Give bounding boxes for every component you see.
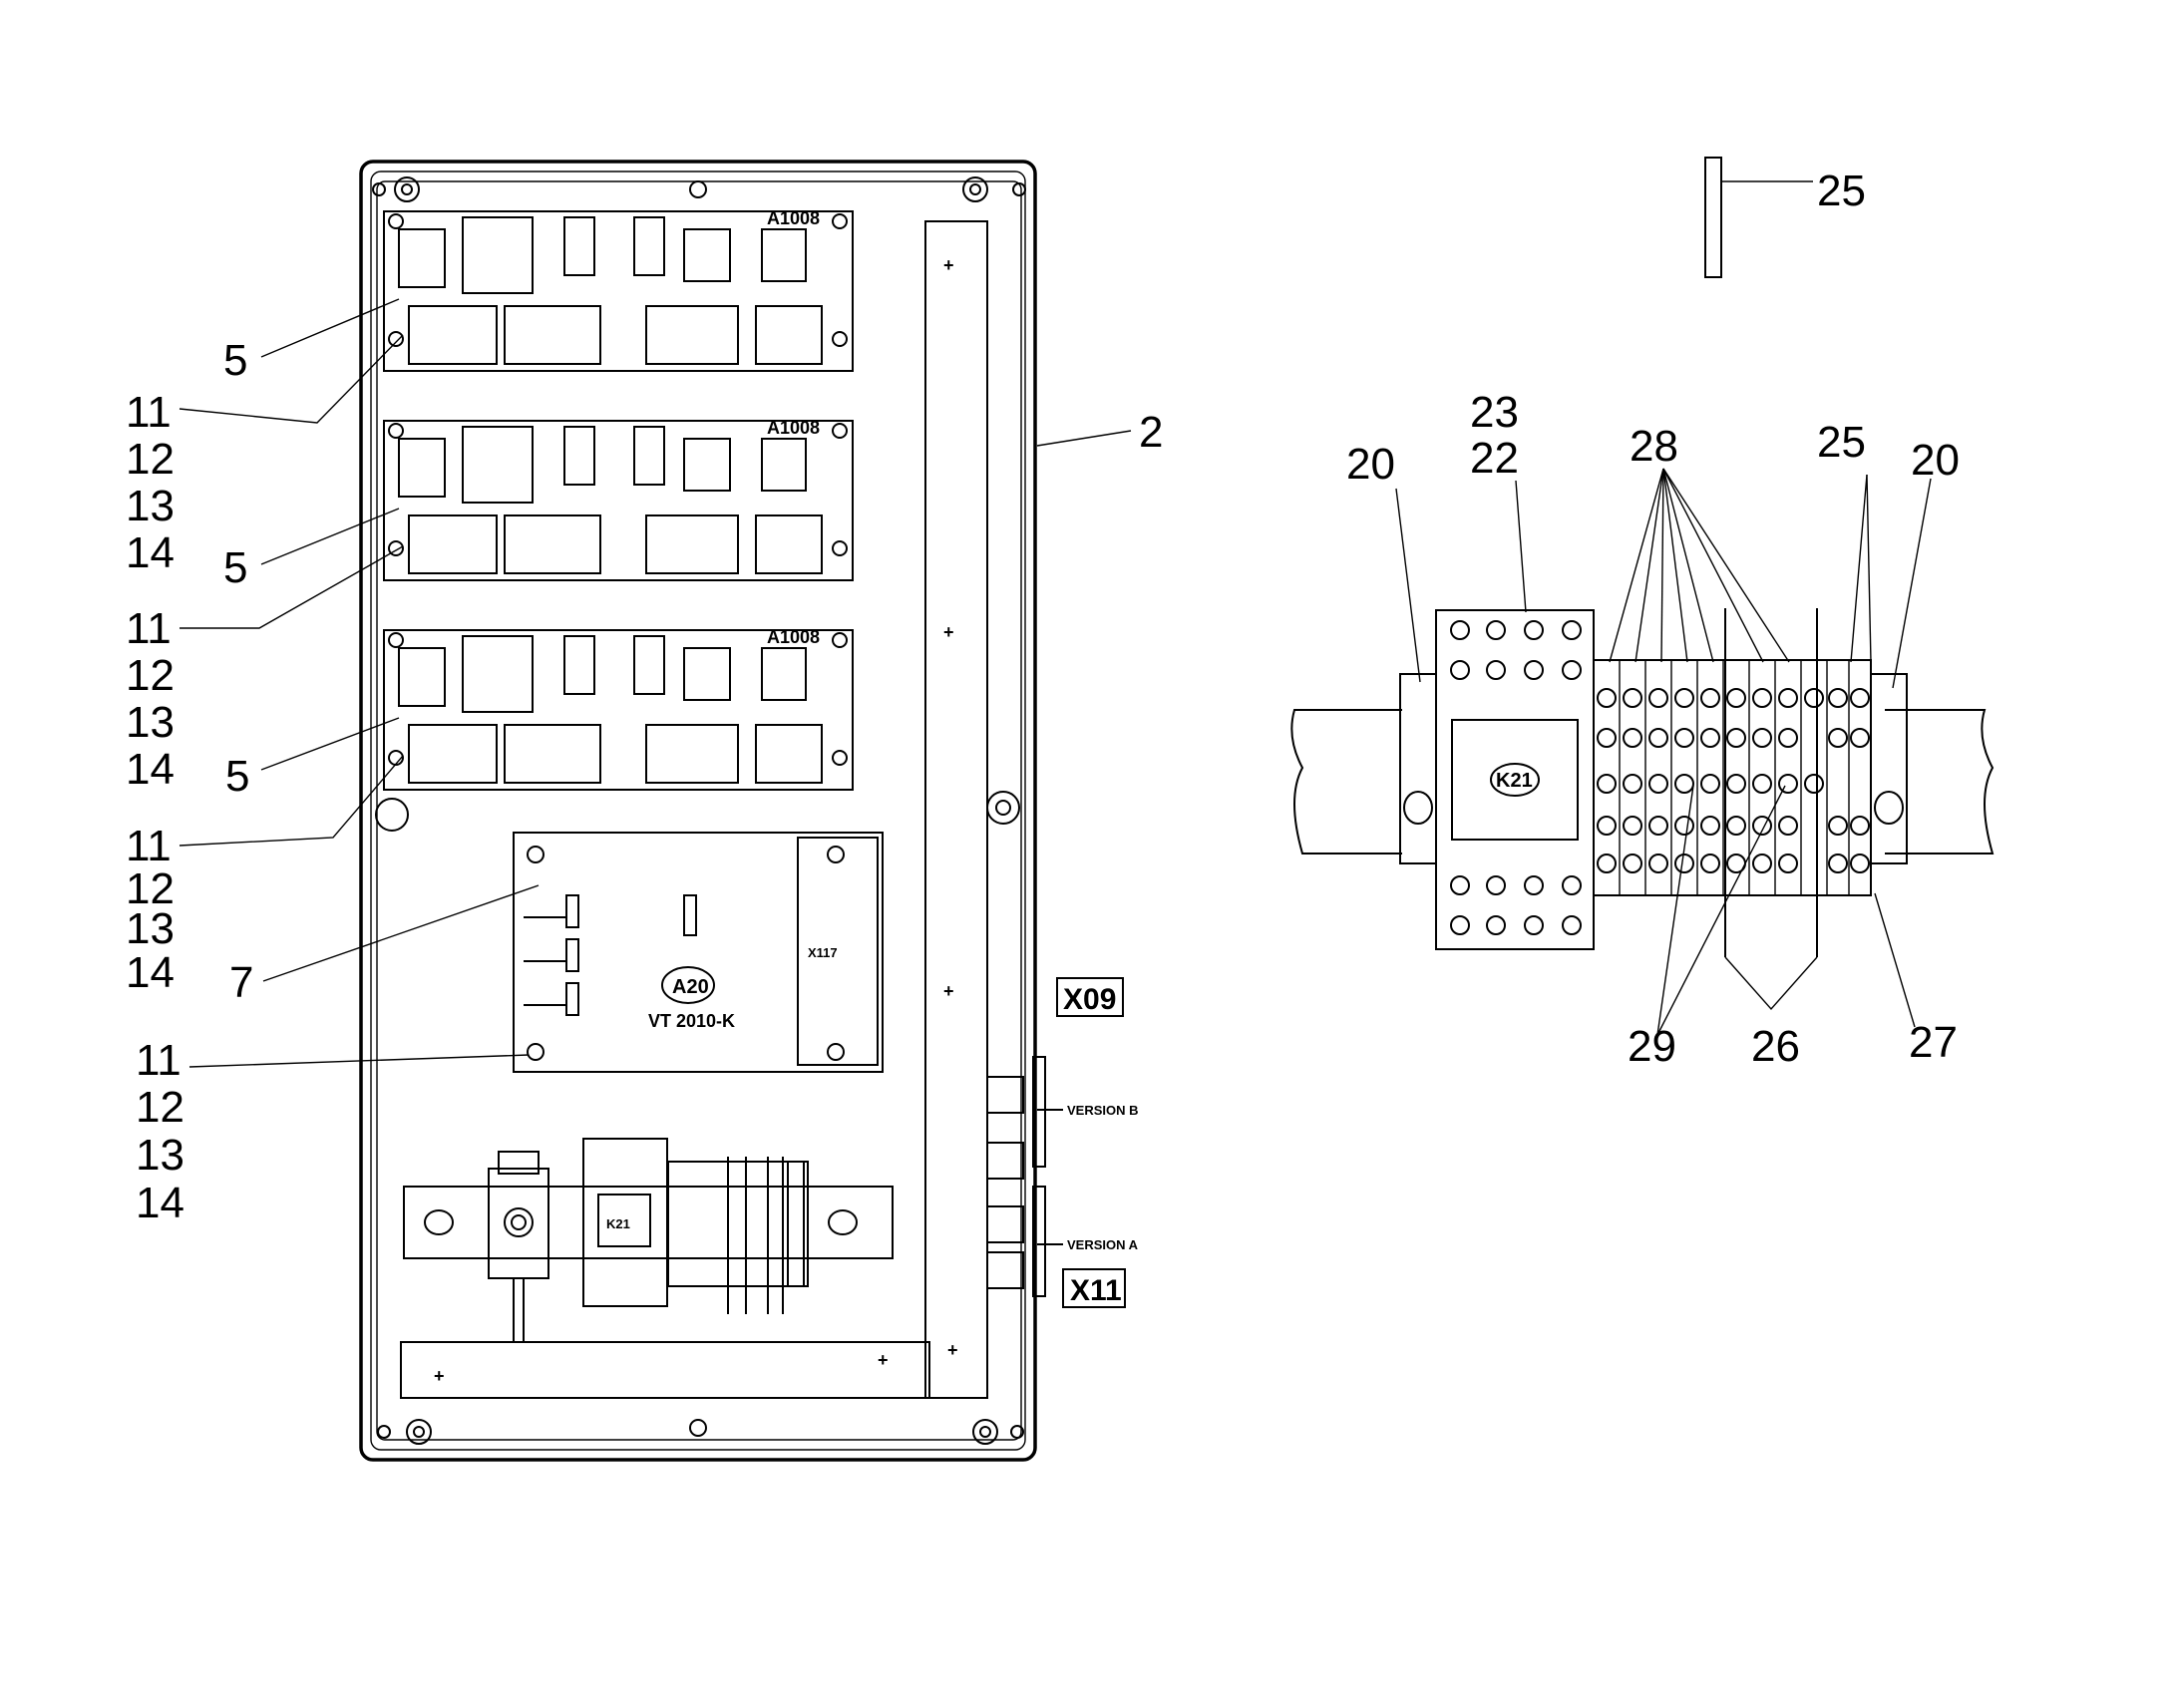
callout-23: 23	[1470, 388, 1519, 437]
callout-26: 26	[1751, 1022, 1800, 1071]
corner-screw-icon	[372, 176, 1026, 1445]
din-rail-assembly-left: K21	[403, 1138, 894, 1342]
callout-20: 20	[1346, 440, 1395, 489]
svg-text:+: +	[947, 1340, 958, 1360]
svg-text:+: +	[943, 255, 954, 275]
callout-13: 13	[126, 904, 175, 953]
callout-5: 5	[225, 752, 249, 801]
callout-12: 12	[136, 1083, 184, 1132]
callout-22: 22	[1470, 434, 1519, 483]
board-label: A1008	[767, 418, 820, 438]
tag-box	[1056, 977, 1124, 1017]
callout-5: 5	[223, 543, 247, 592]
relay-screw-icon	[1450, 620, 1582, 935]
callout-13: 13	[126, 482, 175, 530]
callout-28: 28	[1630, 422, 1678, 471]
module-terminal: X117	[808, 945, 838, 960]
tag-x09: X09	[1063, 983, 1116, 1016]
callout-25: 25	[1817, 418, 1866, 467]
callout-11: 11	[136, 1036, 182, 1085]
callout-12: 12	[126, 864, 175, 913]
pcb-board-3: A1008	[383, 627, 854, 791]
callout-13: 13	[126, 698, 175, 747]
callout-11: 11	[126, 604, 172, 653]
cable-duct-horizontal	[400, 1341, 930, 1399]
version-b-label: VERSION B	[1067, 1103, 1139, 1118]
callout-29: 29	[1628, 1022, 1676, 1071]
terminal-block-strip	[1597, 660, 1870, 895]
callout-2: 2	[1139, 408, 1163, 457]
tag-box	[1062, 1268, 1126, 1308]
leader-lines-right	[1395, 468, 1932, 1036]
callout-14: 14	[126, 745, 175, 794]
callout-12: 12	[126, 651, 175, 700]
callout-5: 5	[223, 336, 247, 385]
pcb-board-1: A1008	[383, 208, 854, 372]
svg-text:+: +	[943, 981, 954, 1001]
module-type: VT 2010-K	[648, 1011, 735, 1031]
relay-label-right: K21	[1496, 770, 1533, 792]
module-id: A20	[672, 976, 709, 998]
callout-13: 13	[136, 1131, 184, 1180]
din-rail-detail: K21	[1290, 608, 1995, 957]
svg-text:+: +	[434, 1366, 445, 1386]
callout-27: 27	[1909, 1018, 1958, 1067]
svg-text:+: +	[943, 622, 954, 642]
board-label: A1008	[767, 208, 820, 228]
callout-11: 11	[126, 822, 172, 870]
callout-14: 14	[126, 528, 175, 577]
callout-25: 25	[1817, 167, 1866, 215]
version-a-label: VERSION A	[1067, 1237, 1139, 1252]
pcb-board-2: A1008	[383, 418, 854, 581]
callout-7: 7	[229, 958, 253, 1007]
module-a20: A20 VT 2010-K X117	[513, 832, 884, 1073]
cable-duct-vertical	[924, 220, 988, 1399]
leader-lines-left	[179, 298, 1132, 1068]
callout-14: 14	[126, 948, 175, 997]
relay-label-left: K21	[606, 1216, 630, 1231]
board-label: A1008	[767, 627, 820, 647]
svg-text:+: +	[878, 1350, 889, 1370]
tag-x11: X11	[1070, 1274, 1122, 1307]
terminal-marker-part	[1704, 157, 1813, 278]
callout-11: 11	[126, 388, 172, 437]
enclosure: + + + + + +	[359, 160, 1046, 1462]
callout-14: 14	[136, 1179, 184, 1227]
callout-12: 12	[126, 435, 175, 484]
callout-20: 20	[1911, 436, 1960, 485]
